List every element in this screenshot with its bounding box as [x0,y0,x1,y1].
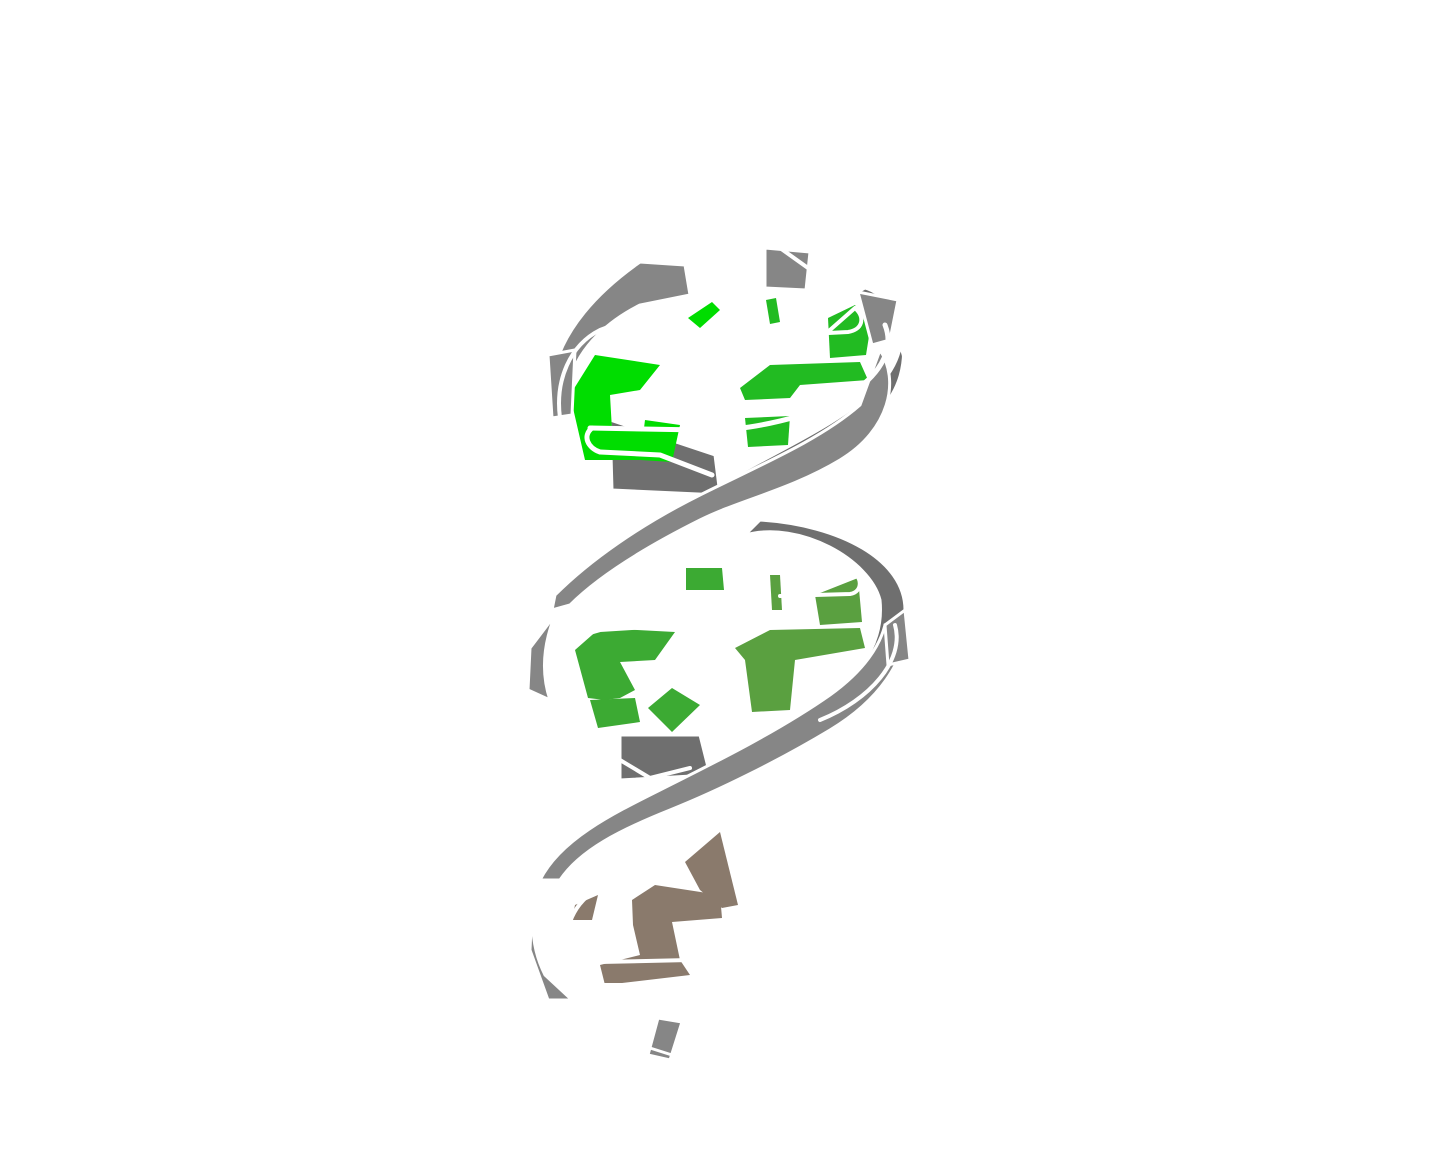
base-pair-rung [766,298,780,324]
outline-ribbon [581,958,692,977]
backbone-front-strand [526,246,912,1062]
base-pair-rung [575,628,675,700]
base-pair-rung [590,698,640,728]
outline-ribbon [648,1046,674,1057]
outline-ribbon [564,886,602,962]
base-pair-rung [735,628,865,712]
base-pair-rung [686,568,724,590]
base-pair-rung [600,885,722,985]
outline-ribbon [597,449,715,478]
outline-ribbon [778,246,810,270]
outline-ribbon [557,313,642,420]
base-pairs-middle [575,568,865,732]
base-pair-rung [685,832,738,908]
base-pair-rung [770,575,782,610]
base-pair-rung [570,355,660,460]
outline-ribbon [553,623,682,707]
backbone-segment [537,623,907,882]
backbone-segment [763,246,812,292]
backbone-segment [528,884,576,1002]
base-pair-rung [688,302,720,328]
base-pair-rung [648,688,700,732]
outline-ribbon [733,568,862,598]
outline-ribbon [587,322,891,433]
base-pair-rung [815,578,862,625]
base-pair-rung [740,362,868,400]
outline-ribbon [584,425,603,455]
backbone-segment [526,614,557,703]
backbone-segment [550,346,892,613]
outline-ribbon [618,758,692,780]
helix-outline-ribbons [553,246,909,1057]
outline-ribbon [818,623,899,722]
base-pair-rung [572,895,598,920]
outline-ribbon [768,306,864,338]
outline-ribbon [888,343,909,412]
